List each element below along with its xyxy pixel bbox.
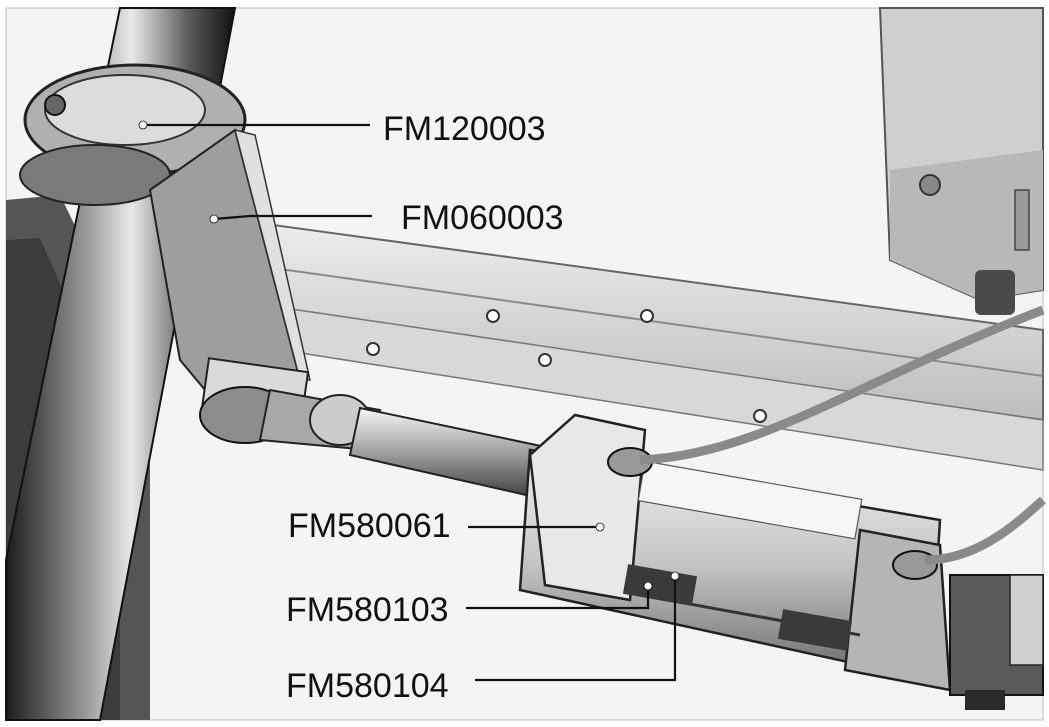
leader-dot-fm580104 [670,571,680,581]
shaft-collar-flange [19,63,247,206]
label-fm120003: FM120003 [383,110,546,148]
leader-dot-fm580103 [643,581,653,591]
label-fm580104: FM580104 [286,667,449,705]
leader-fm060003 [213,214,372,221]
leader-lines [138,120,680,682]
leader-dot-fm060003 [209,214,219,224]
leader-fm580103 [466,586,650,610]
leader-dot-fm120003 [138,120,148,130]
label-fm580061: FM580061 [288,507,451,545]
leader-dot-fm580061 [595,522,605,532]
leader-fm580104 [475,576,677,682]
label-fm060003: FM060003 [401,199,564,237]
label-fm580103: FM580103 [286,591,449,629]
cylinder-fittings-and-hose [607,305,1046,710]
